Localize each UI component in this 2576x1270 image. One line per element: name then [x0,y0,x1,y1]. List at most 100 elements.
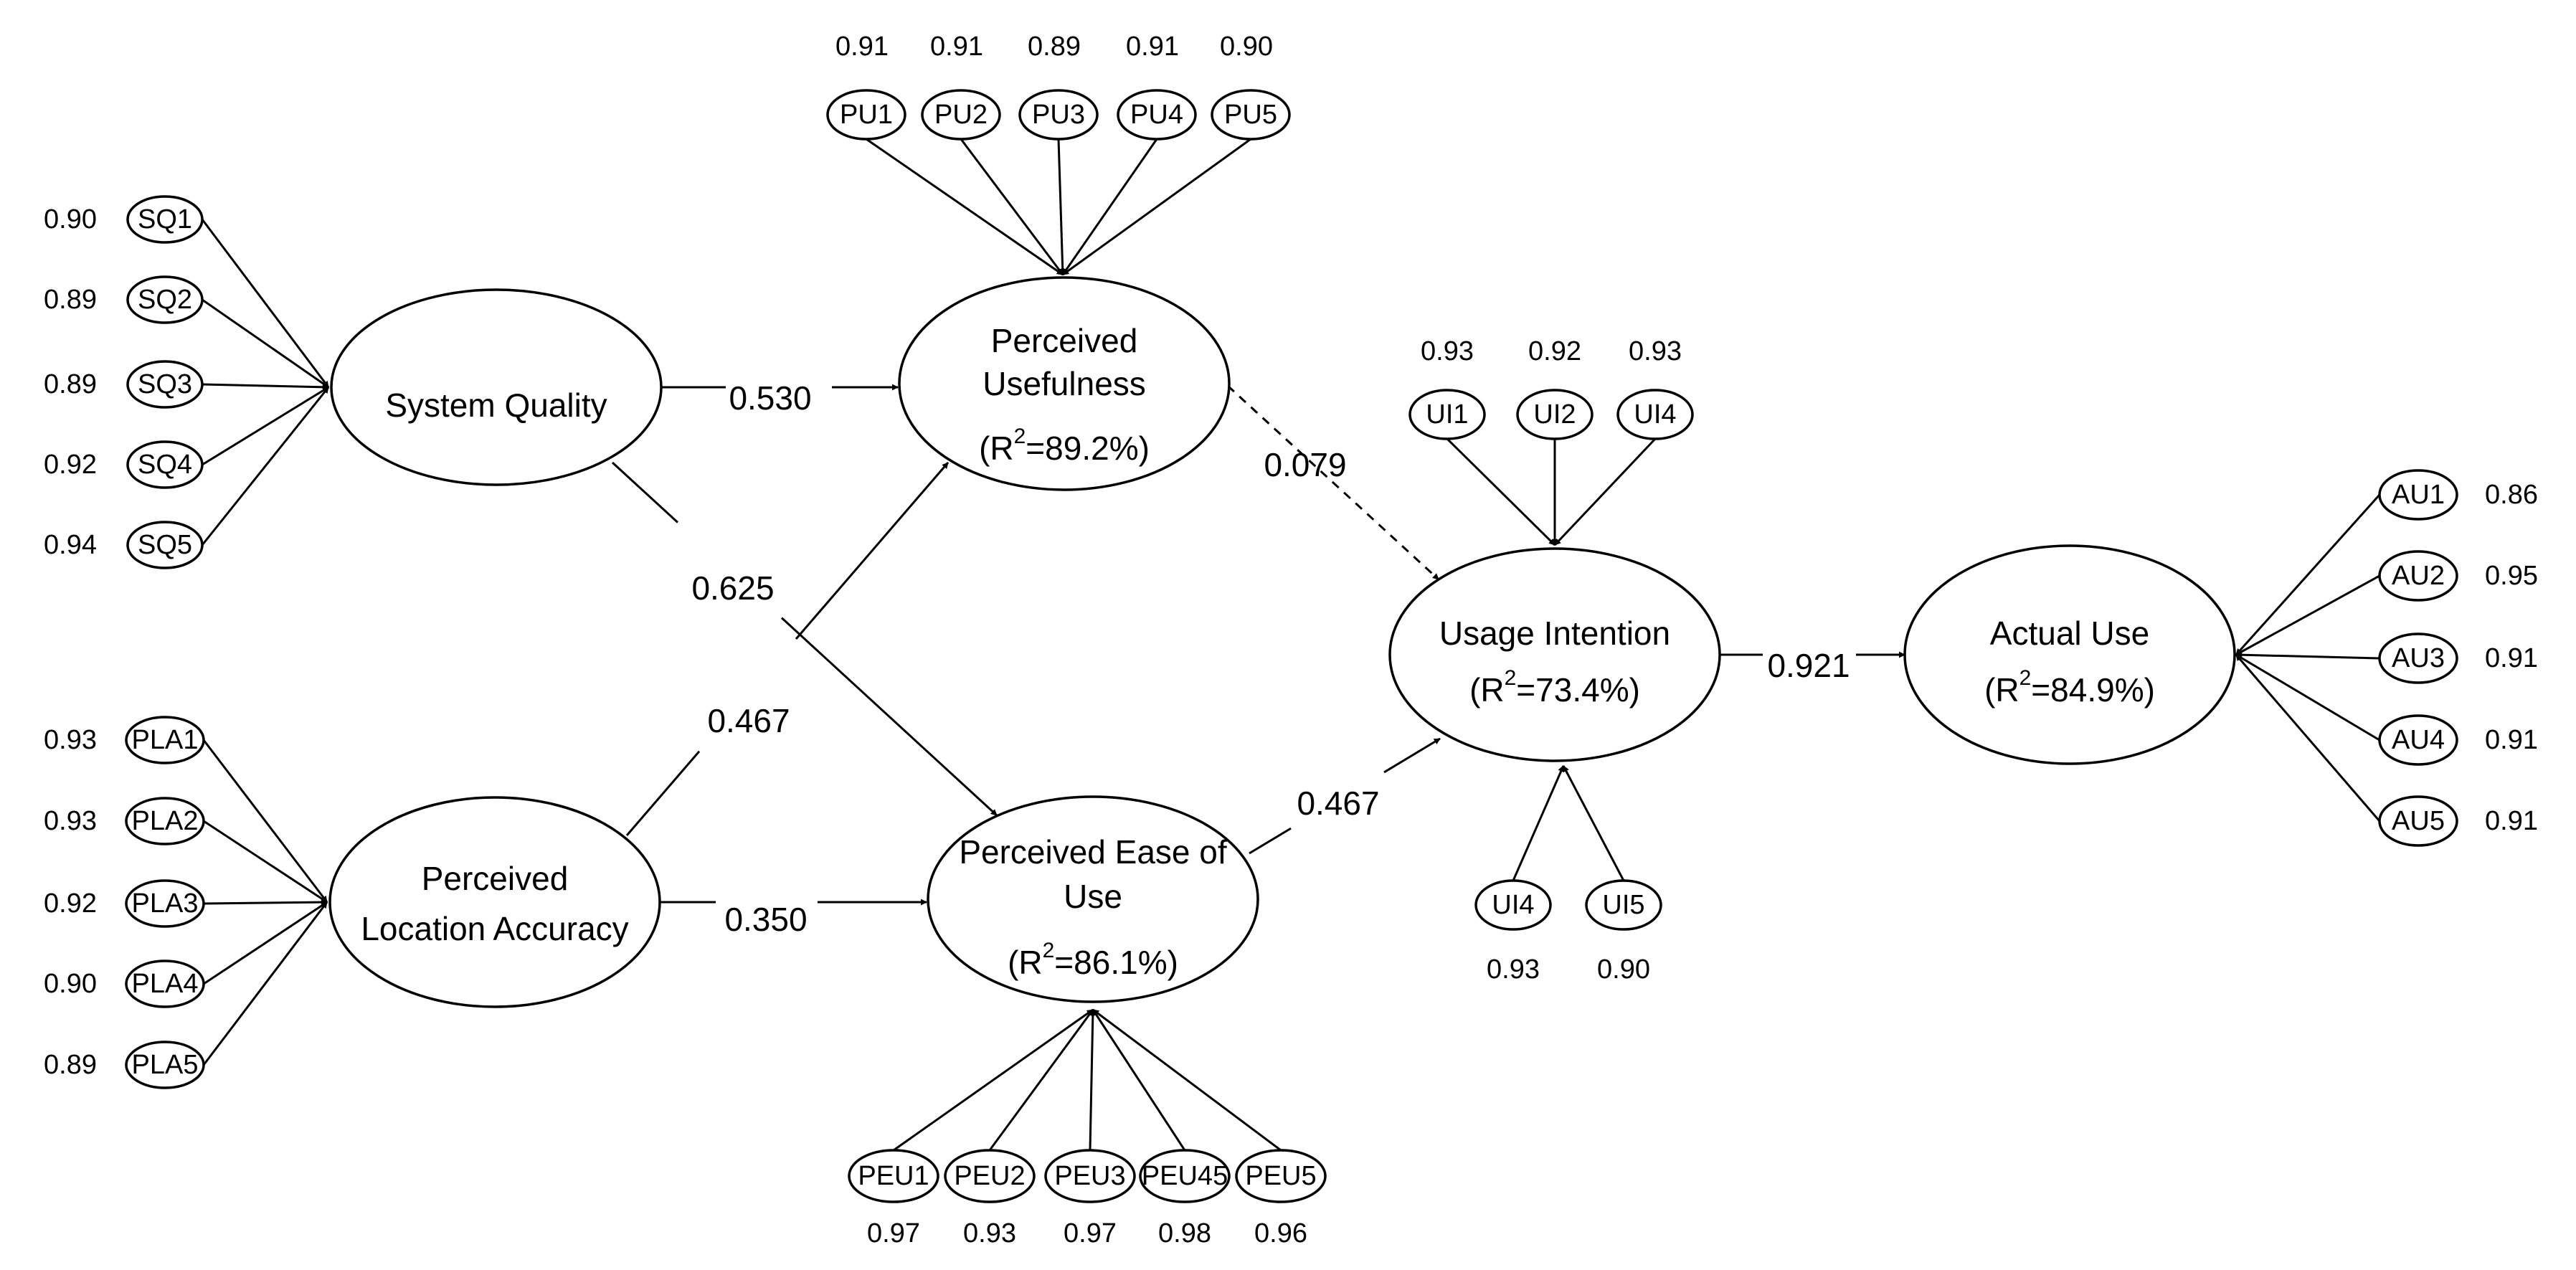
indicator-loading: 0.89 [44,1050,97,1080]
indicator-label: PU1 [840,100,893,130]
indicator-loading: 0.91 [1126,32,1179,62]
indicator-label: PEU45 [1142,1161,1228,1191]
indicator-loading: 0.97 [867,1218,920,1248]
loading-line-pla1 [202,739,328,903]
indicator-label: PU3 [1032,100,1085,130]
indicator-loading: 0.95 [2485,561,2538,591]
path-pla-to-pu-arrow [795,462,950,640]
loading-line-pla5 [202,901,328,1066]
indicator-oval [2378,550,2458,602]
loading-line-peu3 [1089,1009,1097,1151]
construct-ellipse [927,795,1259,1003]
indicator-label: SQ5 [138,530,192,560]
loading-line-ui4 [1553,437,1657,546]
indicator-oval [125,1041,205,1089]
indicator-oval [1585,879,1662,931]
loading-line-ui4 [1512,765,1565,881]
loading-line-ui5 [1562,765,1625,881]
path-ui-to-au-coefficient: 0.921 [1767,647,1850,684]
indicator-loading: 0.93 [1629,336,1682,366]
path-peu-to-ui-coefficient: 0.467 [1297,785,1379,822]
indicator-pla5: PLA5 0.89 [44,1041,205,1089]
loading-line-au5 [2235,654,2381,822]
indicator-loading: 0.91 [2485,643,2538,673]
loading-line-au1 [2235,493,2381,656]
loading-line-pla4 [203,901,328,985]
indicator-loading: 0.92 [44,888,97,919]
indicator-label: UI2 [1533,399,1576,430]
indicator-label: PLA5 [132,1050,199,1080]
indicator-oval [125,797,205,845]
indicator-label: PLA4 [132,969,199,999]
loading-line-sq4 [202,386,329,466]
construct-sq: System Quality [330,288,663,486]
indicator-label: PU5 [1224,100,1277,130]
construct-ellipse [898,276,1231,491]
indicator-loading: 0.90 [1597,954,1650,985]
path-sq-to-peu-coefficient: 0.625 [691,569,774,607]
loading-line-sq1 [201,219,330,388]
indicator-loading: 0.93 [1421,336,1474,366]
construct-r-squared: (R2=86.1%) [1008,939,1178,981]
loading-line-pu5 [1062,138,1251,276]
indicator-oval [1018,89,1099,141]
indicator-label: UI4 [1492,890,1534,920]
indicator-sq5: SQ5 0.94 [44,521,204,569]
indicator-oval [1044,1149,1136,1203]
indicator-label: SQ2 [138,285,192,315]
loading-line-ui1 [1446,437,1556,546]
indicator-label: UI5 [1602,890,1644,920]
indicator-label: SQ3 [138,369,192,399]
indicator-oval [1211,89,1291,141]
path-pu-to-ui-arrow [1226,384,1440,581]
loading-line-peu1 [893,1008,1094,1152]
indicator-sq2: SQ2 0.89 [44,275,204,324]
indicator-loading: 0.90 [44,204,97,234]
indicator-label: PU4 [1130,100,1183,130]
path-pla-to-pu-coefficient: 0.467 [707,702,790,739]
indicator-label: AU3 [2392,643,2445,673]
construct-ellipse [1388,547,1721,762]
path-sq-to-pu-coefficient: 0.530 [729,379,811,417]
construct-ellipse [330,288,663,486]
loading-line-peu5 [1092,1008,1282,1152]
construct-name: Perceived [991,322,1138,359]
indicator-loading: 0.89 [44,285,97,315]
indicator-label: AU2 [2392,561,2445,591]
indicator-oval [826,89,906,141]
indicator-loading: 0.89 [44,369,97,399]
construct-r-squared: (R2=89.2%) [979,425,1150,467]
indicator-oval [944,1149,1036,1203]
indicator-label: PEU1 [858,1161,929,1191]
loading-line-sq5 [201,387,330,546]
edges-layer [201,138,2381,1152]
indicator-au3: AU3 0.91 [2378,632,2538,684]
construct-name: System Quality [385,387,607,424]
path-sq-to-peu-segment-a [611,461,679,523]
indicator-oval [126,521,204,569]
loading-line-pu3 [1057,138,1066,275]
indicator-loading: 0.94 [44,530,97,560]
construct-r-squared: (R2=84.9%) [1984,666,2155,709]
indicator-oval [848,1149,939,1203]
indicator-sq3: SQ3 0.89 [44,360,204,409]
indicator-oval [1474,879,1552,931]
construct-r-squared: (R2=73.4%) [1469,666,1640,709]
indicator-oval [125,959,205,1008]
construct-au: Actual Use(R2=84.9%) [1903,544,2236,765]
loading-line-peu45 [1092,1009,1186,1151]
indicator-oval [1235,1149,1327,1203]
loading-line-peu2 [988,1009,1094,1151]
